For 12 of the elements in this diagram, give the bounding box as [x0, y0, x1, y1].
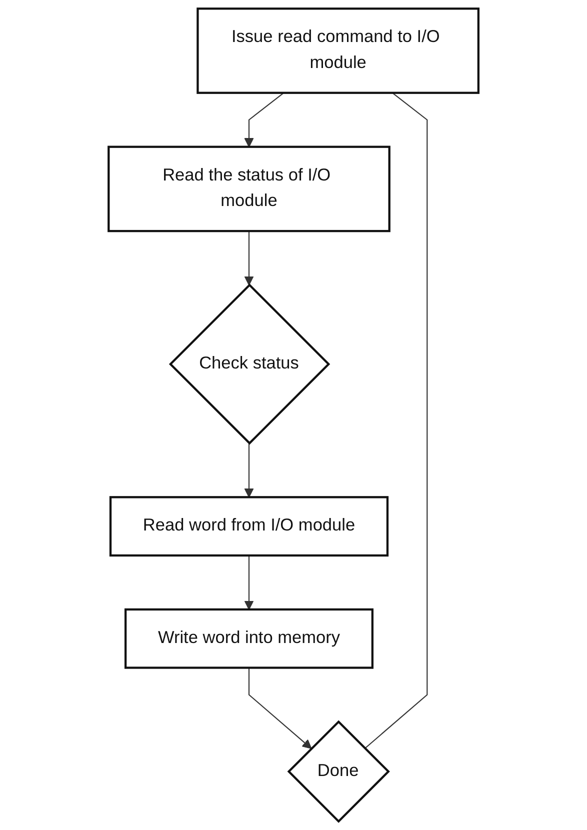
arrow: [248, 668, 312, 749]
node-diamond: Done: [287, 720, 390, 823]
arrow: [244, 231, 254, 286]
connector: [364, 92, 428, 749]
node-box: Read word from I/O module: [109, 496, 389, 557]
node-diamond: Check status: [168, 284, 330, 445]
node-box: Read the status of I/O module: [108, 146, 390, 232]
arrow: [244, 555, 254, 610]
arrow: [244, 443, 254, 498]
node-box: Issue read command to I/O module: [196, 8, 480, 94]
arrow: [244, 92, 284, 148]
node-box: Write word into memory: [124, 608, 374, 669]
